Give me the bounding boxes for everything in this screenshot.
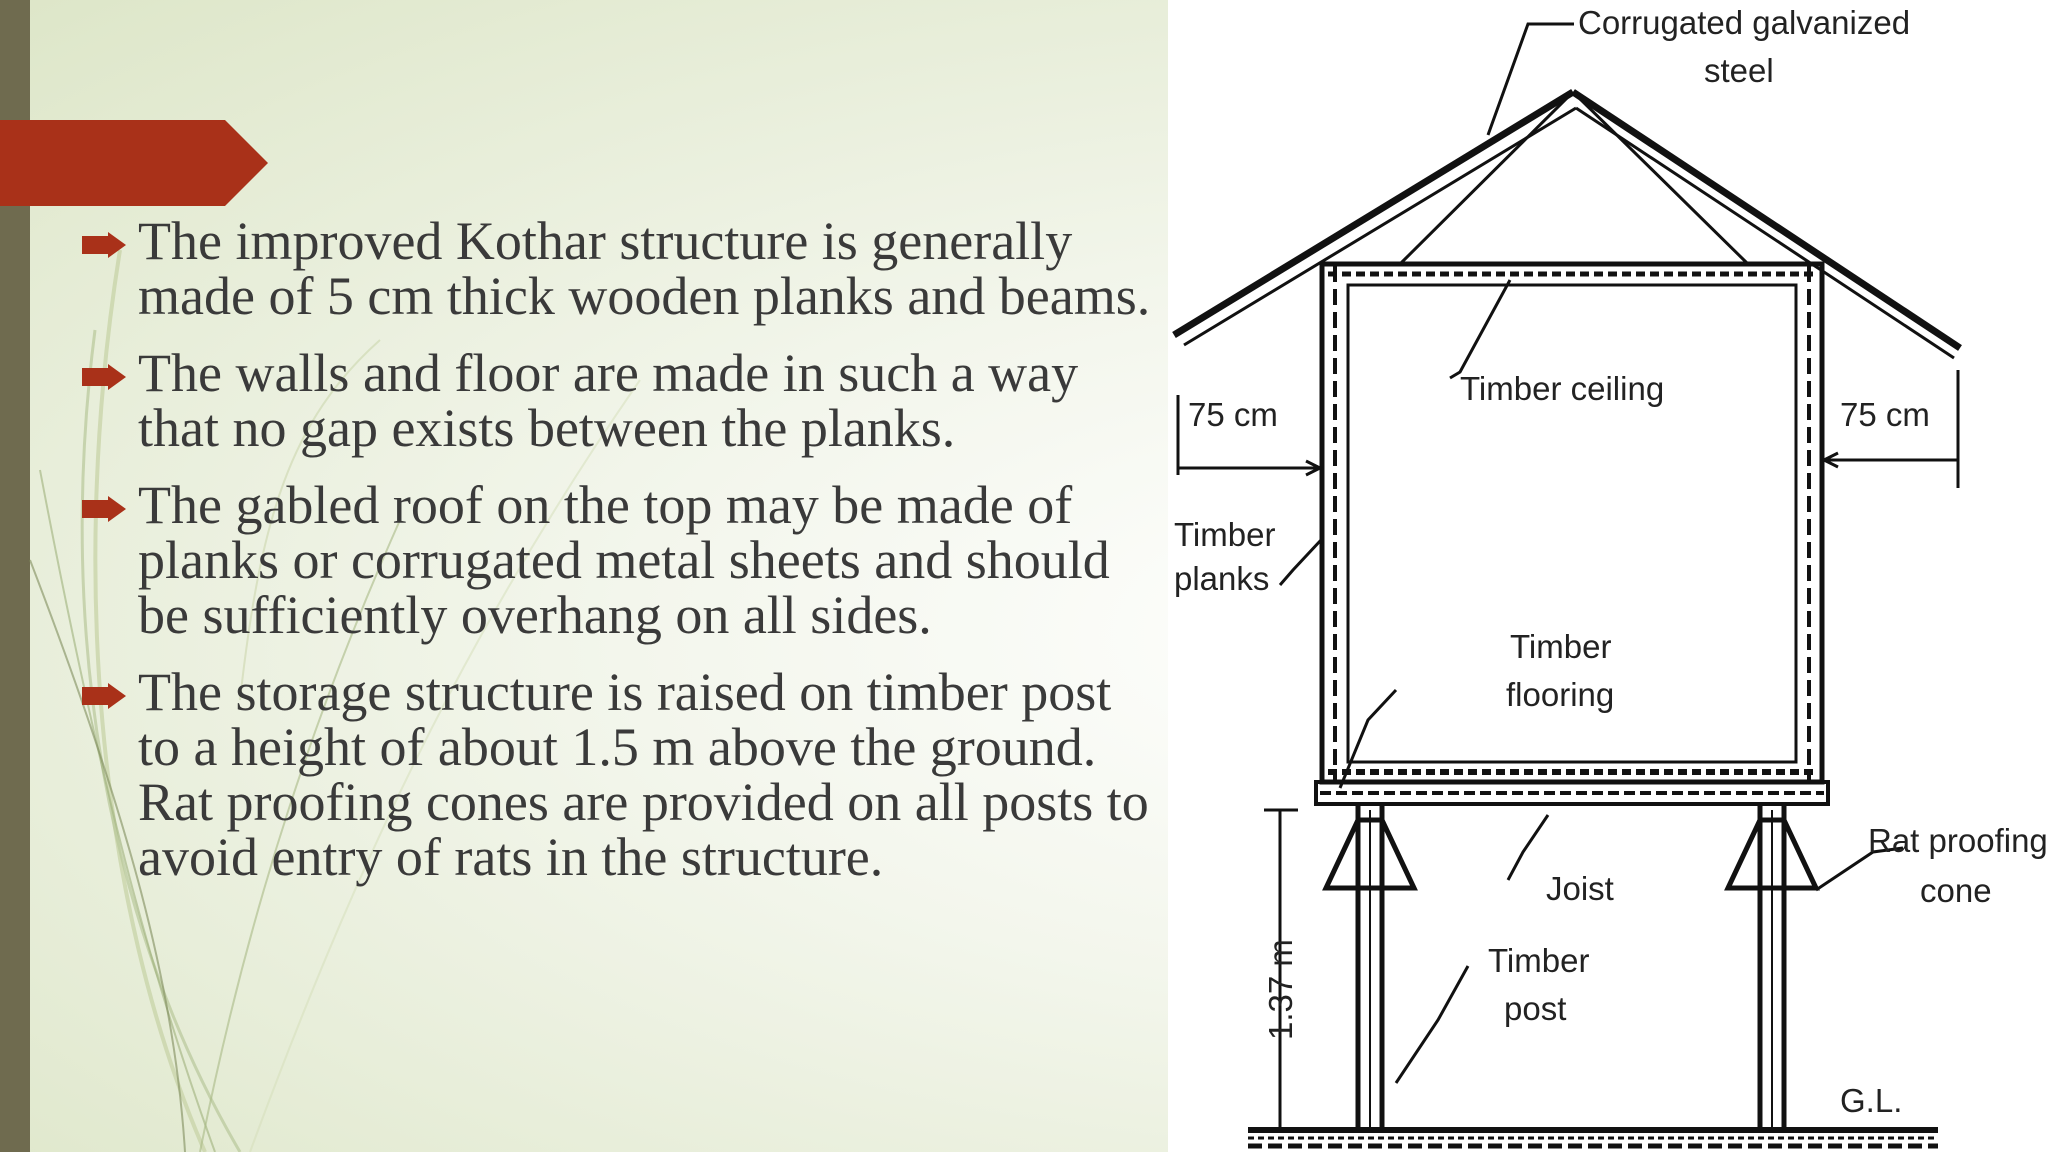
red-arrow-bullet-icon: [82, 496, 126, 522]
timber-planks-label: Timber: [1174, 516, 1275, 553]
rat-proofing-cone-label: Rat proofing: [1868, 822, 2048, 859]
joist-label: Joist: [1546, 870, 1614, 907]
post-height-label: 1.37 m: [1262, 939, 1299, 1040]
overhang-left-label: 75 cm: [1188, 396, 1278, 433]
rat-proofing-cones: [1322, 817, 1820, 891]
dimension-lines: [1176, 370, 1960, 1128]
red-arrow-bullet-icon: [82, 683, 126, 709]
leader-lines: [1278, 22, 1904, 1084]
roof-material-label: steel: [1704, 52, 1774, 89]
bullet-item: The improved Kothar structure is general…: [80, 214, 1165, 324]
kothar-structure-diagram: Corrugated galvanized steel Timber ceili…: [1172, 4, 2048, 1149]
timber-planks-label: planks: [1174, 560, 1269, 597]
red-accent-tab: [0, 120, 268, 206]
rat-proofing-cone-label: cone: [1920, 872, 1992, 909]
timber-box: [1314, 261, 1830, 806]
red-arrow-bullet-icon: [82, 232, 126, 258]
bullet-text: The storage structure is raised on timbe…: [138, 662, 1149, 887]
bullet-item: The walls and floor are made in such a w…: [80, 346, 1165, 456]
bullet-item: The gabled roof on the top may be made o…: [80, 478, 1165, 643]
overhang-right-label: 75 cm: [1840, 396, 1930, 433]
bullet-text: The gabled roof on the top may be made o…: [138, 475, 1110, 645]
timber-post-label: Timber: [1488, 942, 1589, 979]
bullet-list: The improved Kothar structure is general…: [80, 214, 1165, 907]
gabled-roof: [1172, 89, 1962, 360]
bullet-item: The storage structure is raised on timbe…: [80, 665, 1165, 885]
timber-posts: [1355, 805, 1787, 1130]
bullet-text: The walls and floor are made in such a w…: [138, 343, 1079, 458]
ground-level-label: G.L.: [1840, 1082, 1902, 1119]
timber-flooring-label: flooring: [1506, 676, 1614, 713]
ground-line: [1248, 1127, 1938, 1149]
timber-flooring-label: Timber: [1510, 628, 1611, 665]
red-arrow-bullet-icon: [82, 364, 126, 390]
bullet-text: The improved Kothar structure is general…: [138, 211, 1151, 326]
roof-material-label: Corrugated galvanized: [1578, 4, 1910, 41]
timber-ceiling-label: Timber ceiling: [1460, 370, 1664, 407]
kothar-diagram-panel: Corrugated galvanized steel Timber ceili…: [1168, 0, 2048, 1152]
diagram-labels: Corrugated galvanized steel Timber ceili…: [1174, 4, 2048, 1119]
timber-post-label: post: [1504, 990, 1566, 1027]
